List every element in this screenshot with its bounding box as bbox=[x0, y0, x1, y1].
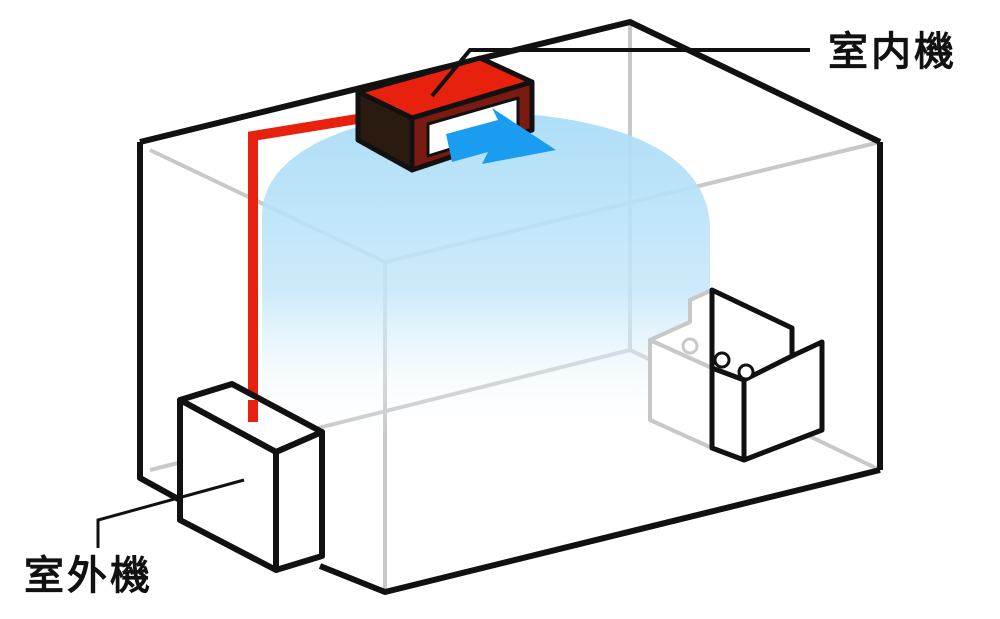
cabinet-icon bbox=[648, 287, 825, 463]
refrigerant-pipe bbox=[248, 107, 401, 420]
airflow-arrow-icon bbox=[446, 108, 556, 164]
room-outline bbox=[137, 19, 883, 595]
cool-air-region bbox=[262, 112, 710, 440]
indoor-unit-label: 室内機 bbox=[828, 29, 957, 75]
outdoor-leader-line bbox=[96, 478, 245, 548]
indoor-leader-line bbox=[430, 48, 810, 98]
outdoor-unit-label: 室外機 bbox=[24, 553, 153, 599]
